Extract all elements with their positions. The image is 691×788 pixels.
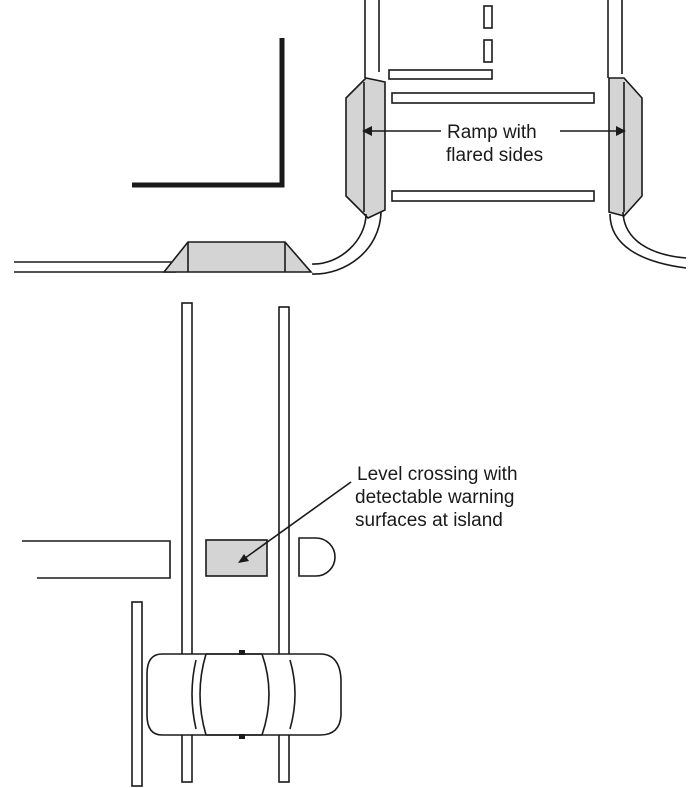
lane-dash (483, 5, 493, 29)
island-nose (298, 537, 336, 577)
car-side-line (191, 659, 197, 730)
ramp-arrow-left (362, 126, 441, 136)
right-flared-ramp (608, 77, 643, 217)
lane-dash (483, 39, 493, 63)
level-crossing-label-line1: Level crossing with (357, 464, 518, 485)
left-corner-curve (311, 213, 367, 265)
car-mirror (239, 650, 245, 655)
level-crossing-pointer (238, 481, 352, 563)
car-side-line (289, 659, 296, 730)
crosswalk-bar (388, 69, 493, 80)
left-flared-ramp (345, 77, 386, 219)
ramp-label-line2: flared sides (446, 145, 543, 166)
right-corner-curve (622, 211, 687, 259)
level-crossing-label-line3: surfaces at island (355, 510, 503, 531)
car-windshield-rear (199, 653, 207, 736)
lane-strip (181, 302, 193, 783)
left-sidewalk (22, 540, 171, 579)
car-mirror (239, 734, 245, 739)
right-corner-curve (609, 213, 687, 269)
crosswalk-bar (391, 190, 595, 202)
ramp-scene: Ramp with flared sides (14, 0, 687, 275)
car (146, 650, 342, 739)
car-roof (206, 653, 262, 736)
lane-strip (131, 601, 143, 787)
bottom-flared-ramp (162, 241, 313, 273)
ramp-arrow-right (560, 126, 626, 136)
lane-strip (278, 306, 290, 783)
car-windshield-front (261, 653, 270, 736)
detectable-warning-surface (205, 539, 268, 577)
building-corner (132, 38, 285, 188)
ramp-label-line1: Ramp with (447, 122, 537, 143)
left-corner-curve (311, 211, 382, 275)
crosswalk-bar (391, 92, 595, 104)
level-crossing-scene: Level crossing with detectable warning s… (22, 302, 518, 787)
car-body (146, 653, 342, 736)
level-crossing-label-line2: detectable warning (355, 487, 515, 508)
